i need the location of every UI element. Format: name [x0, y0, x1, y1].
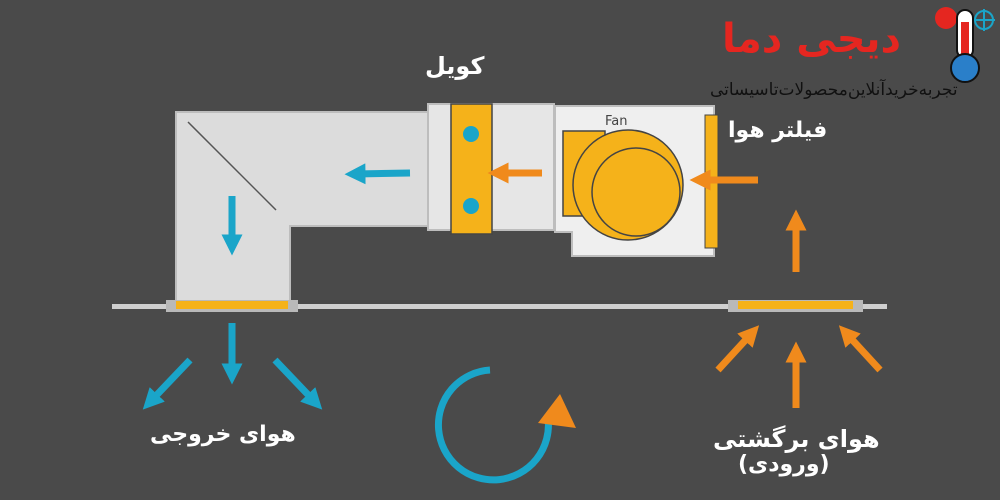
return-inflow-arrow-right: [838, 325, 883, 373]
discharge-arrow-right: [272, 357, 323, 410]
supply-flow-arrow: [344, 163, 411, 185]
air-filter-label: فیلتر هوا: [728, 118, 828, 143]
discharge-arrow-left: [142, 357, 193, 410]
brand-tagline: تجربه‌خریدآنلاین‌محصولات‌تاسیساتی: [710, 80, 958, 100]
brand-logo: دیجی دما تجربه‌خریدآنلاین‌محصولات‌تاسیسا…: [700, 2, 1000, 112]
fan-wheel: [591, 147, 681, 237]
fan-label: Fan: [605, 114, 628, 129]
coil-block: [450, 103, 493, 235]
return-air-label: هوای برگشتی: [713, 425, 880, 453]
coil-tube-top: [463, 126, 479, 142]
supply-diffuser: [176, 301, 288, 309]
return-grille: [738, 301, 853, 309]
return-air-note: (ورودی): [738, 452, 830, 477]
circulation-arrowhead: [538, 394, 576, 428]
brand-name: دیجی دما: [722, 16, 902, 62]
supply-air-label: هوای خروجی: [150, 422, 296, 447]
duct-turning-vane: [187, 121, 277, 211]
thermometer-sun-snowflake-icon: [935, 7, 995, 83]
coil-label: کویل: [425, 52, 485, 80]
coil-tube-bottom: [463, 198, 479, 214]
ceiling-line: [112, 304, 887, 309]
return-inflow-arrow-left: [715, 325, 760, 373]
supply-duct: [175, 111, 433, 305]
circulation-arc: [434, 366, 552, 484]
